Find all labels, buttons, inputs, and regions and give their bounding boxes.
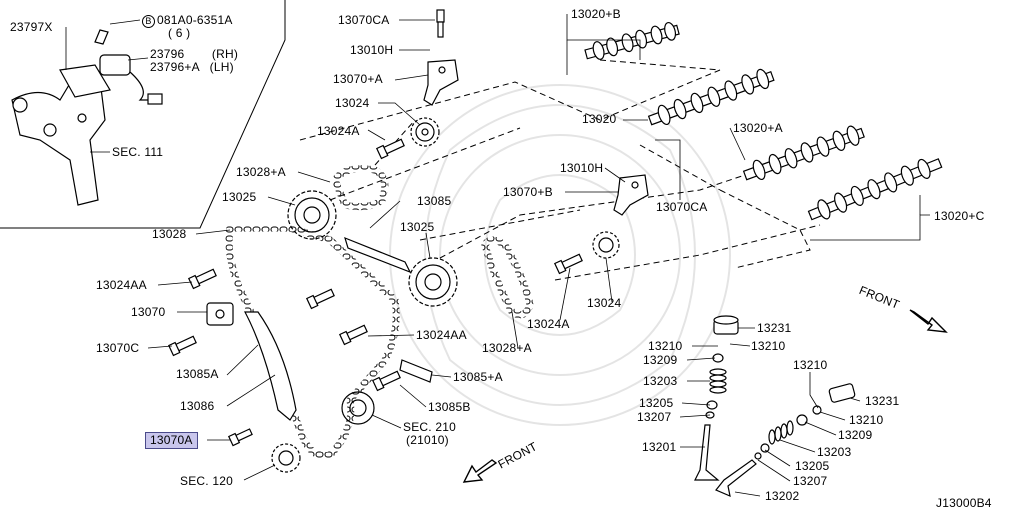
label-23796-code: 23796 <box>150 47 185 61</box>
sprocket-13024-right <box>592 231 620 259</box>
label-13203-a[interactable]: 13203 <box>643 374 678 388</box>
label-bolt-qty: ( 6 ) <box>168 26 191 40</box>
label-13028a[interactable]: 13028+A <box>236 165 286 179</box>
label-13085b[interactable]: 13085B <box>428 400 471 414</box>
vtc-solenoid-13070b <box>613 174 649 216</box>
label-13201[interactable]: 13201 <box>642 440 677 454</box>
label-23796a[interactable]: 23796+A (LH) <box>150 61 234 74</box>
label-13205-b[interactable]: 13205 <box>795 459 830 473</box>
inset-bracket-drawing <box>11 29 163 206</box>
label-13020b[interactable]: 13020+B <box>571 7 621 21</box>
camshaft-13020a <box>742 125 865 181</box>
label-13070[interactable]: 13070 <box>131 305 166 319</box>
vtc-solenoid-13070a <box>423 59 459 106</box>
label-23796-note: (RH) <box>211 47 239 61</box>
label-13086[interactable]: 13086 <box>180 399 215 413</box>
camshaft-13020c <box>807 158 943 221</box>
label-13210-b[interactable]: 13210 <box>751 339 786 353</box>
label-13028a-right[interactable]: 13028+A <box>482 341 532 355</box>
valve-13201 <box>694 424 720 481</box>
label-sec-120[interactable]: SEC. 120 <box>180 474 233 488</box>
label-13024aa-left[interactable]: 13024AA <box>96 278 147 292</box>
guide-13085a <box>399 359 433 383</box>
label-13070ca-mid[interactable]: 13070CA <box>656 200 708 214</box>
valve-lifter-13231-top <box>713 315 739 335</box>
label-13209-a[interactable]: 13209 <box>643 353 678 367</box>
tensioner-guide-13086 <box>244 311 297 421</box>
label-13202[interactable]: 13202 <box>765 489 800 503</box>
inset-leaders <box>65 19 149 153</box>
label-13024[interactable]: 13024 <box>335 96 370 110</box>
timing-chains <box>225 165 534 460</box>
label-23796a-note: (LH) <box>209 60 234 74</box>
label-13020c[interactable]: 13020+C <box>934 209 985 223</box>
bolt-code-badge: B <box>142 15 155 28</box>
label-sec-111[interactable]: SEC. 111 <box>112 145 164 159</box>
label-13024a-left[interactable]: 13024A <box>317 124 360 138</box>
label-23797x[interactable]: 23797X <box>10 20 53 34</box>
label-13210-c[interactable]: 13210 <box>793 358 828 372</box>
sprocket-13025-mid <box>408 257 458 307</box>
label-13209-b[interactable]: 13209 <box>838 428 873 442</box>
label-13085[interactable]: 13085 <box>417 194 452 208</box>
valve-spring-left <box>705 353 727 419</box>
front-arrow-left <box>462 459 498 483</box>
label-23796[interactable]: 23796 (RH) <box>150 48 238 61</box>
tensioner-13070 <box>206 302 234 326</box>
label-13070a-highlighted[interactable]: 13070A <box>145 432 198 449</box>
label-13210-a[interactable]: 13210 <box>648 339 683 353</box>
label-sec-210[interactable]: SEC. 210 <box>403 420 456 434</box>
watermark-emblem <box>389 84 731 426</box>
sensor-inset-box <box>0 0 286 229</box>
label-13020a[interactable]: 13020+A <box>733 121 783 135</box>
label-sec-210-sub: (21010) <box>406 433 449 447</box>
label-13207-b[interactable]: 13207 <box>793 474 828 488</box>
valve-spring-right <box>754 405 822 460</box>
label-13085a-plus[interactable]: 13085+A <box>453 370 503 384</box>
front-arrow-right <box>909 309 948 333</box>
sprocket-13024-top <box>410 117 440 147</box>
label-13070ca-top[interactable]: 13070CA <box>338 13 390 27</box>
label-13020[interactable]: 13020 <box>582 112 617 126</box>
label-13231-top[interactable]: 13231 <box>757 321 792 335</box>
label-13024a-right[interactable]: 13024A <box>527 317 570 331</box>
valve-lifter-13231-right <box>828 383 856 403</box>
label-13010h-mid[interactable]: 13010H <box>560 161 604 175</box>
valve-13202 <box>715 459 757 498</box>
crank-sprocket-sec120 <box>271 443 301 473</box>
camshaft-13020 <box>647 68 775 126</box>
label-13070c[interactable]: 13070C <box>96 341 140 355</box>
bolt-code-text: 081A0-6351A <box>157 13 233 27</box>
label-13070b[interactable]: 13070+B <box>503 185 553 199</box>
label-13025-mid[interactable]: 13025 <box>400 220 435 234</box>
label-13085a[interactable]: 13085A <box>176 367 219 381</box>
label-13024-right[interactable]: 13024 <box>587 296 622 310</box>
label-13231-right[interactable]: 13231 <box>865 394 900 408</box>
label-13205-a[interactable]: 13205 <box>639 396 674 410</box>
label-13024aa-mid[interactable]: 13024AA <box>416 328 467 342</box>
label-13025-left[interactable]: 13025 <box>222 190 257 204</box>
diagram-code: J13000B4 <box>936 496 992 510</box>
label-13028[interactable]: 13028 <box>152 227 187 241</box>
label-13010h-top[interactable]: 13010H <box>350 43 394 57</box>
label-13210-d[interactable]: 13210 <box>849 413 884 427</box>
label-13203-b[interactable]: 13203 <box>817 445 852 459</box>
label-23796a-code: 23796+A <box>150 60 200 74</box>
bolts <box>167 9 583 447</box>
leader-lines <box>147 14 930 497</box>
label-13070a-top[interactable]: 13070+A <box>333 72 383 86</box>
chain-guide-13085 <box>344 236 412 274</box>
label-13207-a[interactable]: 13207 <box>637 410 672 424</box>
camshaft-13020b <box>584 21 680 60</box>
